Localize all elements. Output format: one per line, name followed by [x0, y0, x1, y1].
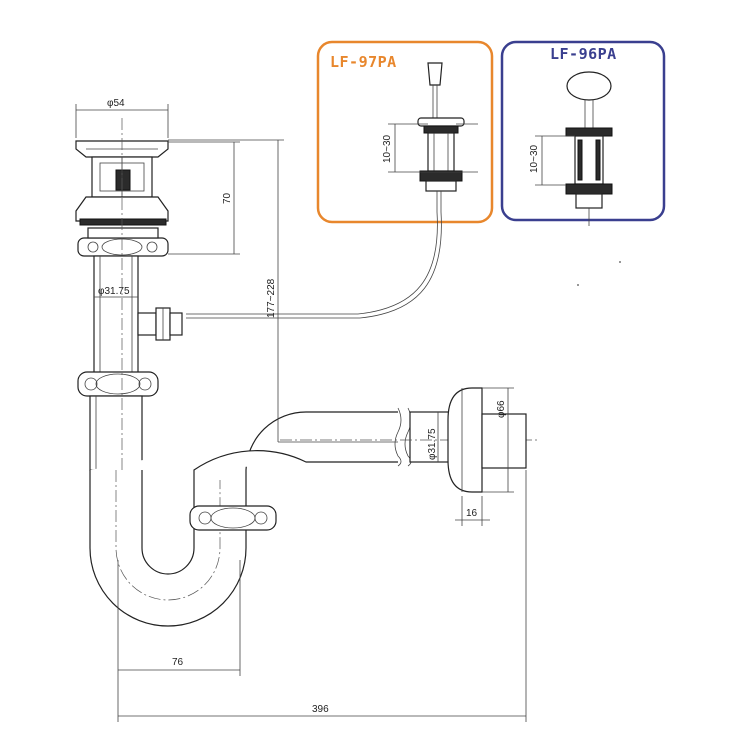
- lf97pa-lower-nut: [419, 170, 463, 182]
- popup-lock-nut: [77, 237, 169, 257]
- dim-overall-length: 396: [312, 704, 329, 715]
- lf97pa-upper-washer: [417, 117, 465, 127]
- dim-cap-diameter: φ54: [107, 98, 125, 109]
- lf97pa-range-label: 10~30: [382, 134, 393, 163]
- trap-bend: [89, 411, 398, 627]
- lf96pa-upper-washer: [565, 127, 613, 137]
- dim-outlet-diameter: φ31.75: [427, 428, 438, 460]
- lf96pa-range-label: 10~30: [529, 144, 540, 173]
- trap-slip-nut: [189, 505, 277, 531]
- pull-cable: [186, 211, 442, 319]
- lf97pa-body: [427, 132, 455, 172]
- lf96pa-knob: [566, 71, 612, 101]
- outlet-pipe: [280, 387, 540, 493]
- dim-drop-range: 177~228: [266, 278, 277, 318]
- dim-tail-diameter: φ31.75: [98, 286, 130, 297]
- variant-lf97pa-panel: LF-97PA 10~30: [316, 40, 494, 224]
- variant-lf97pa-title: LF-97PA: [330, 53, 397, 71]
- dim-cap-height: 70: [222, 192, 233, 204]
- tail-slip-nut: [77, 371, 159, 397]
- dim-trap-width: 76: [172, 657, 184, 668]
- variant-lf96pa-frame: [500, 40, 666, 222]
- variant-lf96pa-title: LF-96PA: [550, 45, 617, 63]
- lf97pa-knob: [427, 62, 443, 86]
- dim-flange-diameter: φ66: [496, 400, 507, 418]
- wall-flange: [447, 387, 483, 493]
- dim-flange-depth: 16: [466, 508, 478, 519]
- variant-lf97pa-frame: [316, 40, 494, 224]
- variant-lf96pa-panel: LF-96PA 10~30: [500, 40, 666, 226]
- cable-port: [137, 312, 157, 336]
- lf96pa-lower-nut: [565, 183, 613, 195]
- tailpiece: [77, 255, 183, 471]
